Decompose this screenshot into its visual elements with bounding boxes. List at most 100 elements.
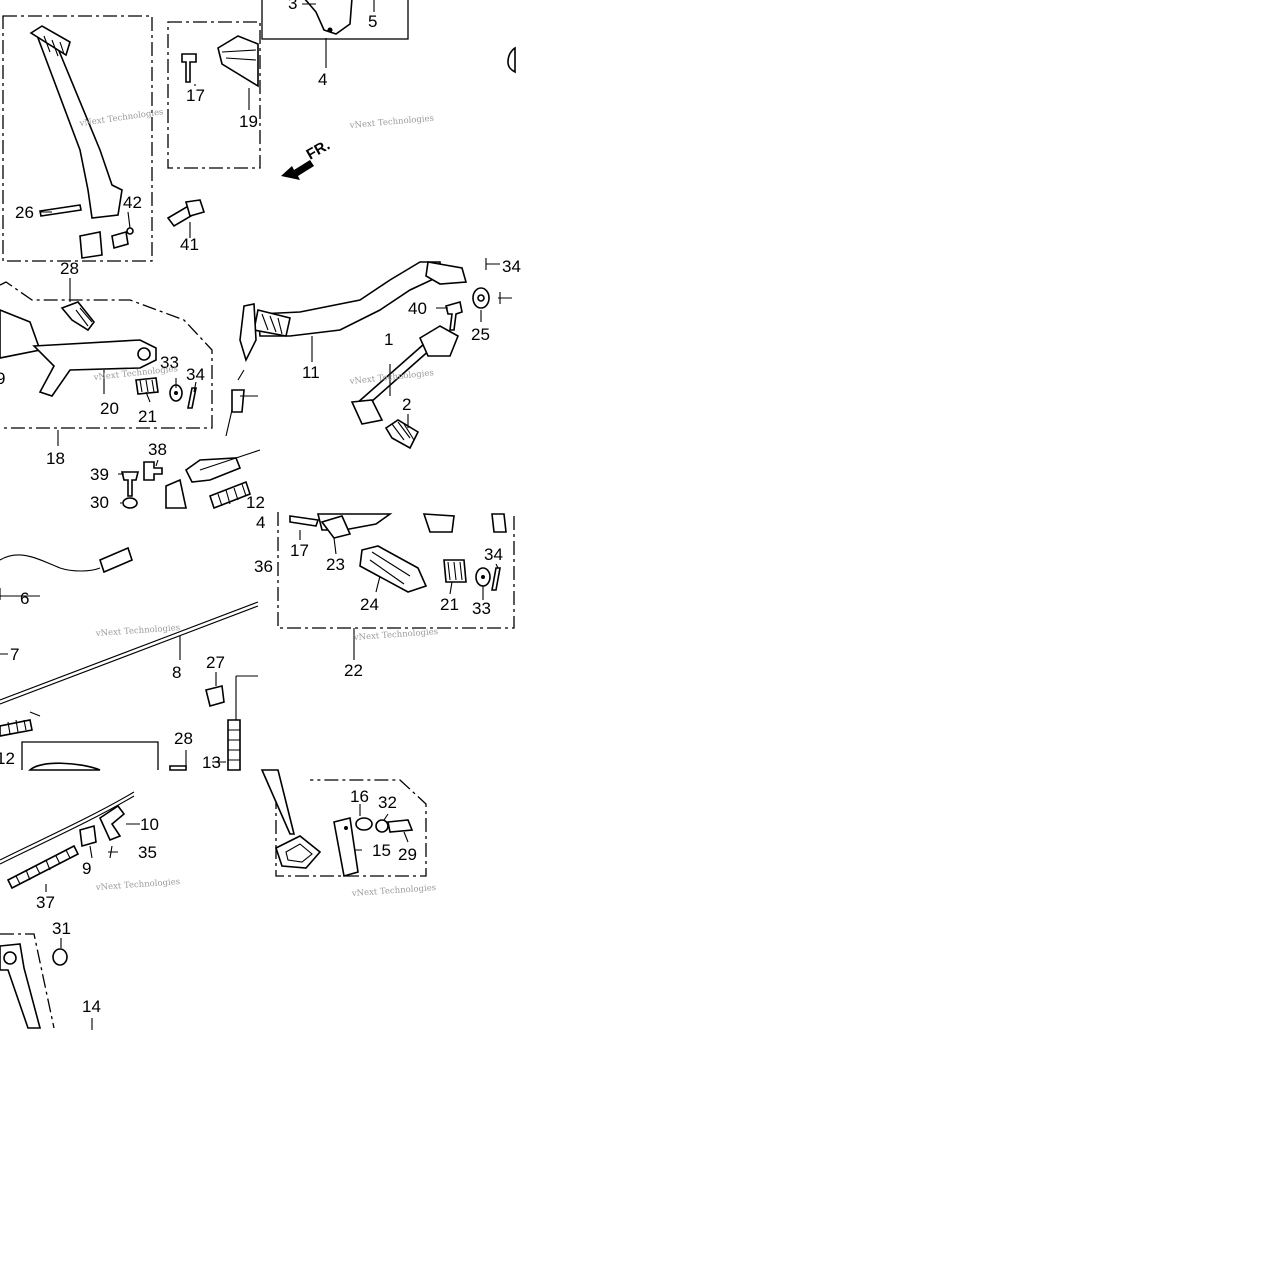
rod-end [350, 399, 384, 425]
callout-17: 17 [186, 86, 205, 105]
callout-37: 37 [36, 893, 55, 912]
brake-rod [0, 601, 259, 701]
group-box [261, 0, 409, 40]
callout-5: 5 [368, 12, 377, 31]
callout-11: 11 [302, 363, 320, 382]
watermark: vNext Technologies [95, 877, 181, 893]
group-box [275, 770, 427, 877]
callout-24: 24 [360, 595, 379, 614]
callout-18: 18 [46, 449, 65, 468]
callout-1: 1 [384, 330, 393, 349]
spring [6, 844, 80, 890]
spring-small [111, 230, 129, 250]
callout-30: 30 [90, 493, 109, 512]
group-box [277, 512, 515, 629]
spacer [333, 817, 359, 878]
callout-38: 38 [148, 440, 167, 459]
clevis [425, 261, 468, 285]
callout-27: 27 [206, 653, 225, 672]
pivot-block [320, 515, 352, 539]
callout-20: 20 [100, 399, 119, 418]
bolt [120, 471, 140, 497]
pin [187, 387, 197, 409]
stand-leg [260, 769, 296, 835]
footpeg [217, 35, 259, 88]
callout-34b: 34 [502, 257, 521, 276]
pin [181, 53, 197, 83]
callout-12b: 12 [0, 749, 15, 768]
spring [209, 480, 251, 510]
callout-34: 34 [186, 365, 205, 384]
pivot [304, 0, 353, 35]
front-arrow-icon [281, 160, 314, 180]
callout-21: 21 [138, 407, 157, 426]
joint [79, 824, 97, 848]
group-box [167, 21, 261, 169]
callout-8: 8 [172, 663, 181, 682]
callout-36: 36 [254, 557, 273, 576]
group-box [2, 15, 153, 262]
boss [79, 231, 103, 259]
callout-17b: 17 [290, 541, 309, 560]
kick-arm [36, 33, 123, 219]
side-stand [0, 943, 42, 1029]
spring [231, 389, 245, 413]
bracket [32, 339, 157, 397]
callout-2: 2 [402, 395, 411, 414]
spring [227, 719, 241, 771]
callout-32: 32 [378, 793, 397, 812]
collar [355, 817, 373, 831]
callout-33b: 33 [472, 599, 491, 618]
callout-35: 35 [138, 843, 157, 862]
tile-1: 26 42 41 17 19 4 5 3 FR. vNext Technolog… [2, 0, 516, 262]
callout-42: 42 [123, 193, 142, 212]
callout-25: 25 [471, 325, 490, 344]
callout-28: 28 [60, 259, 79, 278]
callout-7: 7 [10, 645, 19, 664]
callout-14: 14 [82, 997, 101, 1016]
callout-23: 23 [326, 555, 345, 574]
callout-15: 15 [372, 841, 391, 860]
washer [375, 819, 389, 833]
direction-label: FR. [304, 137, 333, 164]
nut [122, 497, 138, 509]
group-box [0, 281, 213, 429]
group-box [21, 741, 159, 770]
callout-39: 39 [90, 465, 109, 484]
watermark: vNext Technologies [351, 883, 437, 899]
bolt [422, 513, 455, 533]
spring [0, 719, 33, 737]
callout-13: 13 [202, 753, 221, 772]
callout-9b: 9 [0, 369, 5, 388]
callout-28b: 28 [174, 729, 193, 748]
switch [99, 546, 133, 574]
bolt [60, 301, 96, 332]
watermark: vNext Technologies [78, 107, 164, 129]
callout-19: 19 [239, 112, 258, 131]
rod-arm [418, 325, 460, 357]
pin [143, 461, 163, 481]
nut [52, 948, 68, 966]
callout-29: 29 [398, 845, 417, 864]
tile-2: 28 33 34 9 20 21 18 38 39 30 12 11 1 2 4… [0, 257, 521, 512]
callout-41: 41 [180, 235, 199, 254]
tile-4: 10 35 9 37 31 14 16 32 15 29 vNext Techn… [0, 769, 437, 1030]
callout-33: 33 [160, 353, 179, 372]
callout-22: 22 [344, 661, 363, 680]
pin [491, 567, 501, 591]
stand-foot [275, 835, 322, 869]
callout-26: 26 [15, 203, 34, 222]
callout-21b: 21 [440, 595, 459, 614]
callout-4b: 4 [256, 513, 265, 532]
group-box [0, 933, 55, 1029]
callout-34c: 34 [484, 545, 503, 564]
callout-4: 4 [318, 70, 327, 89]
callout-9: 9 [82, 859, 91, 878]
bolt [445, 300, 463, 331]
switch [239, 303, 257, 363]
spring [491, 513, 507, 533]
callout-40: 40 [408, 299, 427, 318]
footpeg [359, 545, 428, 593]
bolt [387, 819, 414, 833]
bolt [205, 685, 225, 707]
